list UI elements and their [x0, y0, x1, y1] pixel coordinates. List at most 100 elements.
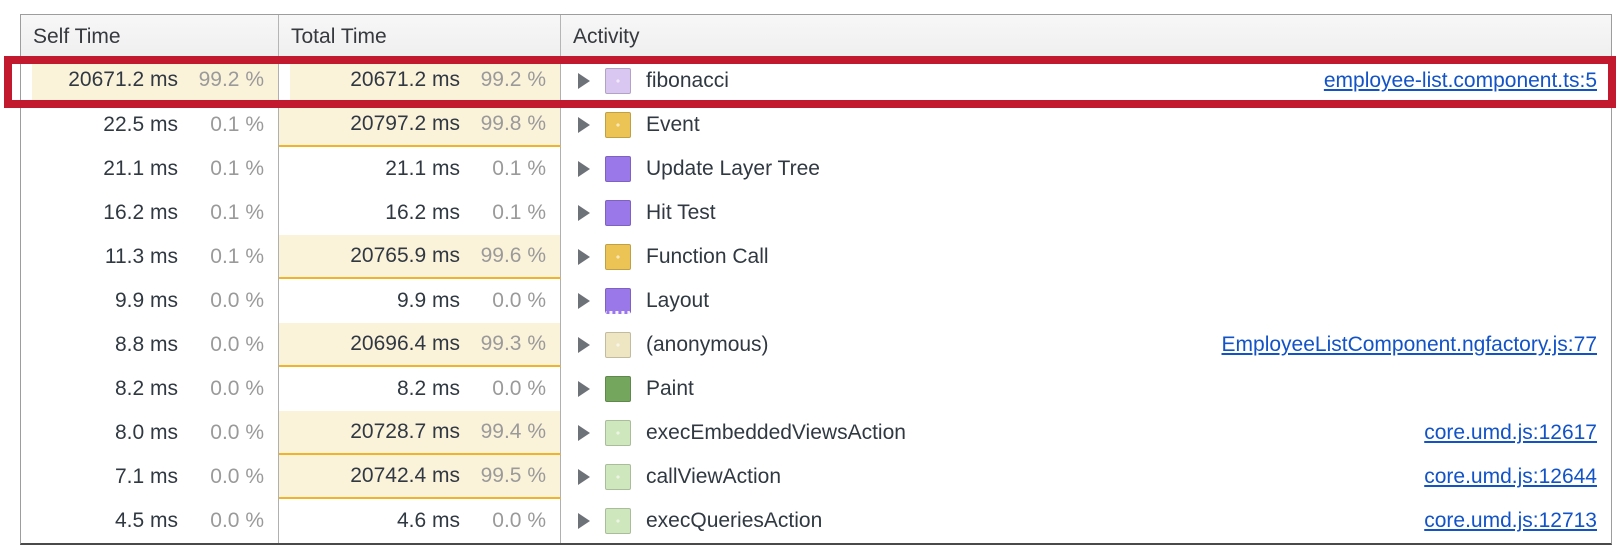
activity-cell: Layout [561, 279, 1611, 323]
self-time-value: 9.9 ms [114, 289, 178, 312]
activity-label: Function Call [646, 245, 769, 268]
activity-label: fibonacci [646, 69, 729, 92]
self-time-percent: 0.1 % [210, 201, 264, 224]
column-header-activity[interactable]: Activity [573, 25, 640, 48]
expand-arrow-icon[interactable] [578, 293, 590, 309]
total-time-percent: 99.8 % [480, 112, 546, 135]
total-time-value: 16.2 ms [385, 201, 460, 224]
activity-label: Paint [646, 377, 694, 400]
expand-arrow-icon[interactable] [578, 117, 590, 133]
expand-arrow-icon[interactable] [578, 469, 590, 485]
activity-cell: execQueriesAction core.umd.js:12713 [561, 499, 1611, 543]
activity-cell: Event [561, 103, 1611, 147]
expand-arrow-icon[interactable] [578, 337, 590, 353]
source-location-link[interactable]: employee-list.component.ts:5 [1323, 69, 1597, 92]
self-time-percent: 0.0 % [210, 509, 264, 532]
source-location-link[interactable]: core.umd.js:12644 [1424, 465, 1597, 488]
activity-label: execQueriesAction [646, 509, 823, 532]
total-time-value: 20765.9 ms [350, 244, 460, 267]
activity-label: Hit Test [646, 201, 716, 224]
activity-label: Event [646, 113, 700, 136]
self-time-value: 7.1 ms [114, 465, 178, 488]
self-time-value: 11.3 ms [104, 245, 178, 268]
activity-cell: Update Layer Tree [561, 147, 1611, 191]
activity-cell: callViewAction core.umd.js:12644 [561, 455, 1611, 499]
self-time-value: 16.2 ms [103, 201, 178, 224]
table-row[interactable]: 16.2 ms 0.1 % 16.2 ms 0.1 % Hit Test [21, 191, 1611, 235]
column-header-self-time[interactable]: Self Time [21, 15, 279, 58]
category-swatch-icon [605, 244, 631, 270]
self-time-percent: 0.0 % [210, 333, 264, 356]
total-time-percent: 99.3 % [480, 332, 546, 355]
category-swatch-icon [605, 112, 631, 138]
activity-label: (anonymous) [646, 333, 769, 356]
category-swatch-icon [605, 156, 631, 182]
activity-label: callViewAction [646, 465, 782, 488]
total-time-percent: 0.1 % [492, 157, 546, 180]
source-location-link[interactable]: core.umd.js:12713 [1424, 509, 1597, 532]
expand-arrow-icon[interactable] [578, 73, 590, 89]
category-swatch-icon [605, 376, 631, 402]
total-time-cell: 16.2 ms 0.1 % [279, 191, 561, 235]
self-time-value: 8.8 ms [114, 333, 178, 356]
total-time-cell: 20696.4 ms 99.3 % [279, 323, 561, 367]
total-time-value: 4.6 ms [396, 509, 460, 532]
total-time-value: 20742.4 ms [350, 464, 460, 487]
expand-arrow-icon[interactable] [578, 513, 590, 529]
activity-label: execEmbeddedViewsAction [646, 421, 906, 444]
total-time-percent: 0.1 % [492, 201, 546, 224]
total-time-percent: 0.0 % [492, 377, 546, 400]
total-time-percent: 0.0 % [492, 509, 546, 532]
category-swatch-icon [605, 420, 631, 446]
activity-cell: Paint [561, 367, 1611, 411]
category-swatch-icon [605, 288, 631, 314]
expand-arrow-icon[interactable] [578, 205, 590, 221]
expand-arrow-icon[interactable] [578, 161, 590, 177]
activity-cell: Hit Test [561, 191, 1611, 235]
self-time-percent: 0.0 % [210, 289, 264, 312]
activity-cell: execEmbeddedViewsAction core.umd.js:12617 [561, 411, 1611, 455]
total-time-percent: 99.2 % [480, 68, 546, 91]
source-location-link[interactable]: EmployeeListComponent.ngfactory.js:77 [1221, 333, 1597, 356]
self-time-value: 20671.2 ms [68, 68, 178, 91]
total-time-value: 20696.4 ms [350, 332, 460, 355]
total-time-percent: 99.4 % [480, 420, 546, 443]
total-time-value: 9.9 ms [396, 289, 460, 312]
activity-label: Layout [646, 289, 710, 312]
total-time-cell: 21.1 ms 0.1 % [279, 147, 561, 191]
self-time-value: 22.5 ms [103, 113, 178, 136]
self-time-percent: 0.0 % [210, 421, 264, 444]
column-header-total-time[interactable]: Total Time [279, 15, 561, 58]
expand-arrow-icon[interactable] [578, 425, 590, 441]
total-time-value: 21.1 ms [385, 157, 460, 180]
expand-arrow-icon[interactable] [578, 249, 590, 265]
category-swatch-icon [605, 332, 631, 358]
table-row[interactable]: 8.8 ms 0.0 % 20696.4 ms 99.3 % (anonymous) Em… [21, 323, 1611, 367]
self-time-cell: 8.8 ms 0.0 % [21, 323, 279, 367]
source-location-link[interactable]: core.umd.js:12617 [1424, 421, 1597, 444]
expand-arrow-icon[interactable] [578, 381, 590, 397]
total-time-percent: 99.5 % [480, 464, 546, 487]
